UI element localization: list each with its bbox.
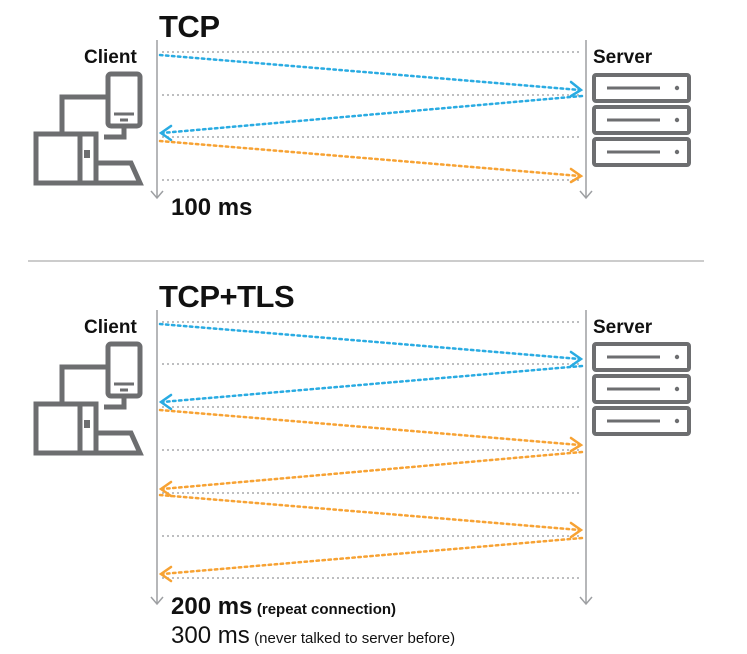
client-devices-icon [33, 341, 144, 456]
tls-key-exchange-arrow [158, 493, 584, 539]
tcp-syn-arrow [158, 322, 584, 368]
first-connection-ms: 300 ms [171, 622, 250, 649]
server-timeline-arrowhead [579, 596, 593, 606]
tcp-syn-ack-arrow [158, 94, 584, 142]
client-timeline-arrowhead [150, 190, 164, 200]
tls-finished-arrow [158, 536, 584, 583]
repeat-connection-note: (repeat connection) [256, 601, 397, 618]
tcp-tls-section [33, 310, 691, 606]
tls-client-hello-arrow [158, 408, 584, 453]
tcp-tls-server-label: Server [593, 317, 653, 338]
tcp-syn-arrow [158, 53, 584, 98]
repeat-connection-time: 200 ms (repeat connection) [171, 595, 396, 619]
repeat-connection-ms: 200 ms [171, 593, 253, 620]
server-rack-icon [592, 73, 691, 167]
client-devices-icon [33, 71, 144, 186]
tcp-syn-ack-arrow [158, 364, 584, 411]
server-rack-icon [592, 342, 691, 436]
tcp-time-label: 100 ms [171, 194, 253, 221]
tcp-ack-data-arrow [158, 139, 584, 184]
tcp-tls-client-label: Client [84, 317, 137, 338]
tls-timelines [150, 310, 593, 606]
tcp-timelines [150, 40, 593, 200]
tcp-tls-title: TCP+TLS [159, 279, 295, 314]
tls-gridlines [162, 321, 582, 579]
tcp-client-label: Client [84, 47, 137, 68]
client-timeline-arrowhead [150, 596, 164, 606]
tcp-messages [158, 53, 584, 184]
first-connection-time: 300 ms (never talked to server before) [171, 624, 455, 648]
tcp-gridlines [162, 51, 582, 181]
first-connection-note: (never talked to server before) [254, 630, 456, 647]
tls-messages [158, 322, 584, 583]
tcp-server-label: Server [593, 47, 653, 68]
server-timeline-arrowhead [579, 190, 593, 200]
tls-server-hello-arrow [158, 450, 584, 498]
tcp-title: TCP [159, 9, 220, 44]
tcp-section [33, 40, 691, 200]
